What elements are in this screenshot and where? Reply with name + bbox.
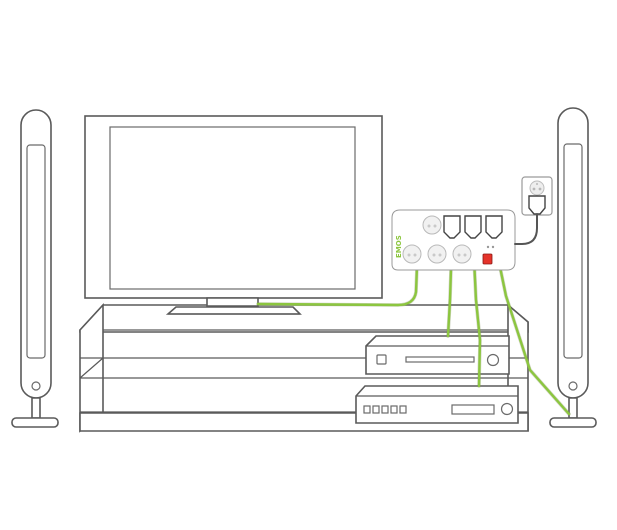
av-receiver-knob xyxy=(500,402,514,416)
right-speaker-logo xyxy=(568,381,578,391)
dvd-player-body xyxy=(365,335,510,375)
right-speaker-grille xyxy=(563,143,583,359)
strip-socket xyxy=(422,215,442,235)
av-receiver-display xyxy=(451,404,495,415)
left-speaker-base xyxy=(11,417,59,428)
dvd-player xyxy=(365,335,510,375)
av-receiver xyxy=(355,385,519,424)
power-switch-icon[interactable] xyxy=(482,253,493,265)
power-strip: EMOS xyxy=(391,209,516,271)
status-led xyxy=(486,245,490,249)
tv-neck xyxy=(206,297,259,307)
wall-socket xyxy=(514,176,553,245)
power-strip-brand: EMOS xyxy=(395,235,403,258)
tv-stand xyxy=(79,302,529,433)
left-speaker-logo xyxy=(31,381,41,391)
left-speaker-grille xyxy=(26,144,46,359)
left-speaker-neck xyxy=(31,397,41,419)
strip-socket xyxy=(402,244,422,264)
right-speaker-base xyxy=(549,417,597,428)
av-receiver-button-4 xyxy=(390,405,398,414)
tv-stand-shelf-2-left xyxy=(79,357,104,379)
power-strip-cord xyxy=(514,213,538,245)
flat-screen-tv xyxy=(84,115,383,315)
plug-icon xyxy=(528,195,546,215)
av-receiver-button-3 xyxy=(381,405,389,414)
av-receiver-button-2 xyxy=(372,405,380,414)
dvd-player-knob xyxy=(486,353,500,367)
tv-screen xyxy=(109,126,356,290)
left-speaker xyxy=(11,109,59,428)
av-receiver-button-5 xyxy=(399,405,407,414)
dvd-player-button xyxy=(376,354,387,365)
strip-socket xyxy=(427,244,447,264)
dvd-player-tray xyxy=(405,356,475,363)
plug-icon xyxy=(464,215,482,239)
strip-socket xyxy=(452,244,472,264)
status-led xyxy=(491,245,495,249)
tv-power-cable xyxy=(256,238,420,307)
plug-icon xyxy=(443,215,461,239)
tv-stand-top xyxy=(79,304,529,333)
av-receiver-button-1 xyxy=(363,405,371,414)
plug-icon xyxy=(485,215,503,239)
right-speaker xyxy=(549,107,597,428)
tv-base xyxy=(165,306,302,315)
